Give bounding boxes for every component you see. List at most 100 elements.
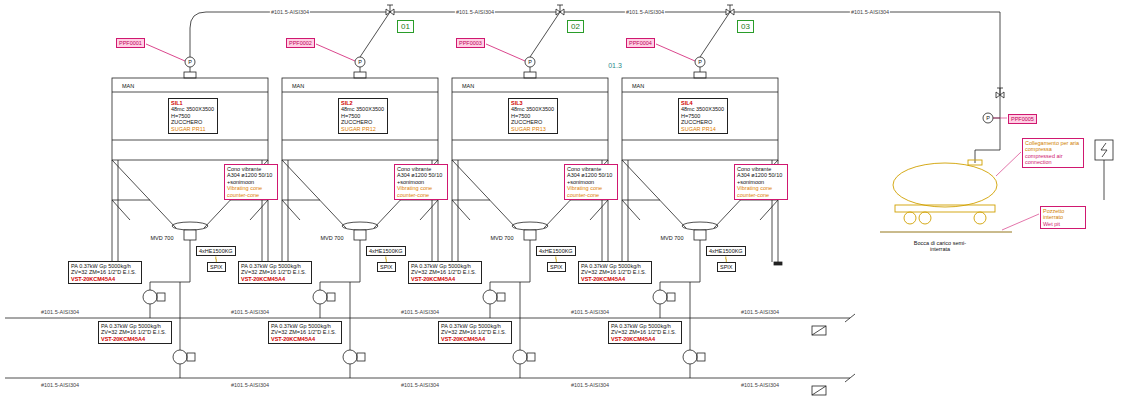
node-text: SPIX — [210, 264, 223, 270]
node-text: Wet pit — [1043, 221, 1083, 227]
node-text: compressed air connection — [1025, 153, 1081, 166]
gauge-letter: P — [528, 59, 532, 65]
node-text: Cono vibrante A304 ø1200 50/10 +sonimoon — [227, 166, 275, 185]
node-text: 01 — [401, 22, 410, 31]
node-text: VST-20KCM45A4 — [71, 276, 139, 282]
valve-label: MVD 700 — [151, 235, 174, 241]
valve-label: MVD 700 — [491, 235, 514, 241]
pipe-spec: #101.5-AISI304 — [850, 9, 890, 15]
cone-note: Cono vibrante A304 ø1200 50/10 +sonimoon… — [394, 164, 448, 200]
pipe-spec: #101.5-AISI304 — [740, 309, 780, 315]
pump-data-box: PA 0.37kW Gp 5000kg/h ZV=32 ZM=16 1/2"D … — [68, 261, 142, 284]
gauge-letter: P — [188, 59, 192, 65]
pipe-spec: #101.5-AISI304 — [570, 309, 610, 315]
gauge-letter: P — [986, 115, 990, 121]
node-text: VST-20KCM45A4 — [441, 336, 509, 342]
pump-data-box: PA 0.37kW Gp 5000kg/h ZV=32 ZM=16 1/2"D … — [608, 321, 682, 344]
cone-note: Cono vibrante A304 ø1200 50/10 +sonimoon… — [564, 164, 618, 200]
node-text: 4xHE1500KG — [709, 248, 743, 254]
pipe-spec: #101.5-AISI304 — [740, 382, 780, 388]
silo-data-box: SIL448mc 3500X3500 H=7500 ZUCCHEROSUGAR … — [678, 98, 728, 134]
node-text: PPF0002 — [289, 40, 312, 46]
node-text: VST-20KCM45A4 — [611, 336, 679, 342]
manhole-label: MAN — [292, 83, 304, 89]
pipe-spec: #101.5-AISI304 — [40, 382, 80, 388]
instrument-tag: PPF0002 — [286, 38, 315, 48]
node-text: SPIX — [380, 264, 393, 270]
line-number-box: 02 — [567, 20, 584, 33]
pump-data-box: PA 0.37kW Gp 5000kg/h ZV=32 ZM=16 1/2"D … — [578, 261, 652, 284]
line-number-box: 03 — [737, 20, 754, 33]
node-text: VST-20KCM45A4 — [271, 336, 339, 342]
pipe-spec: #101.5-AISI304 — [230, 382, 270, 388]
line-number: 01.3 — [608, 62, 622, 70]
pump-data-box: PA 0.37kW Gp 5000kg/h ZV=32 ZM=16 1/2"D … — [238, 261, 312, 284]
node-text: Cono vibrante A304 ø1200 50/10 +sonimoon — [397, 166, 445, 185]
pipe-spec: #101.5-AISI304 — [625, 9, 665, 15]
node-text: Pozzetto interrato — [1043, 208, 1083, 221]
gauge-letter: P — [358, 59, 362, 65]
node-text: 4xHE1500KG — [199, 248, 233, 254]
node-text: SPIX — [550, 264, 563, 270]
node-text: PA 0.37kW Gp 5000kg/h ZV=32 ZM=16 1/2"D … — [271, 323, 339, 336]
pipe-spec: #101.5-AISI304 — [570, 382, 610, 388]
node-text: VST-20KCM45A4 — [411, 276, 479, 282]
pump-data-box: PA 0.37kW Gp 5000kg/h ZV=32 ZM=16 1/2"D … — [268, 321, 342, 344]
node-text: 48mc 3500X3500 H=7500 ZUCCHERO — [681, 106, 725, 125]
node-text: 48mc 3500X3500 H=7500 ZUCCHERO — [341, 106, 385, 125]
line-number-box: 01 — [397, 20, 414, 33]
node-text: Vibrating cone counter-cone — [397, 185, 445, 198]
load-cell-box: 4xHE1500KG — [536, 246, 576, 256]
silo-data-box: SIL348mc 3500X3500 H=7500 ZUCCHEROSUGAR … — [508, 98, 558, 134]
pipe-spec: #101.5-AISI304 — [230, 309, 270, 315]
node-text: Cono vibrante A304 ø1200 50/10 +sonimoon — [737, 166, 785, 185]
manhole-label: MAN — [462, 83, 474, 89]
instrument-tag: PPF0001 — [116, 38, 145, 48]
node-text: 4xHE1500KG — [539, 248, 573, 254]
manhole-label: MAN — [122, 83, 134, 89]
node-text: Vibrating cone counter-cone — [567, 185, 615, 198]
pipe-spec: #101.5-AISI304 — [40, 309, 80, 315]
pit-note: Pozzetto interratoWet pit — [1040, 206, 1086, 229]
node-text: PA 0.37kW Gp 5000kg/h ZV=32 ZM=16 1/2"D … — [71, 263, 139, 276]
node-text: SUGAR PR14 — [681, 126, 725, 132]
node-text: 02 — [571, 22, 580, 31]
indicator-box: SPIX — [717, 262, 736, 272]
node-text: PA 0.37kW Gp 5000kg/h ZV=32 ZM=16 1/2"D … — [441, 323, 509, 336]
node-text: Vibrating cone counter-cone — [227, 185, 275, 198]
node-text: SPIX — [720, 264, 733, 270]
node-text: PA 0.37kW Gp 5000kg/h ZV=32 ZM=16 1/2"D … — [241, 263, 309, 276]
instrument-tag: PPF0003 — [456, 38, 485, 48]
node-text: 4xHE1500KG — [369, 248, 403, 254]
silo-data-box: SIL248mc 3500X3500 H=7500 ZUCCHEROSUGAR … — [338, 98, 388, 134]
pump-data-box: PA 0.37kW Gp 5000kg/h ZV=32 ZM=16 1/2"D … — [438, 321, 512, 344]
indicator-box: SPIX — [377, 262, 396, 272]
instrument-tag: PPF0004 — [626, 38, 655, 48]
cone-note: Cono vibrante A304 ø1200 50/10 +sonimoon… — [224, 164, 278, 200]
indicator-box: SPIX — [207, 262, 226, 272]
node-text: 03 — [741, 22, 750, 31]
node-text: 48mc 3500X3500 H=7500 ZUCCHERO — [171, 106, 215, 125]
node-text: PPF0004 — [629, 40, 652, 46]
instrument-tag: PPF0005 — [1008, 114, 1037, 124]
gauge-letter: P — [698, 59, 702, 65]
node-text: SUGAR PR13 — [511, 126, 555, 132]
node-text: SIL3 — [511, 100, 555, 106]
connection-note: Collegamento per aria compressacompresse… — [1022, 138, 1084, 168]
truck-caption: Bocca di carico semi-interrata — [908, 240, 972, 253]
load-cell-box: 4xHE1500KG — [706, 246, 746, 256]
node-text: SIL4 — [681, 100, 725, 106]
valve-label: MVD 700 — [661, 235, 684, 241]
node-text: SIL1 — [171, 100, 215, 106]
node-text: PA 0.37kW Gp 5000kg/h ZV=32 ZM=16 1/2"D … — [411, 263, 479, 276]
cone-note: Cono vibrante A304 ø1200 50/10 +sonimoon… — [734, 164, 788, 200]
silo-data-box: SIL148mc 3500X3500 H=7500 ZUCCHEROSUGAR … — [168, 98, 218, 134]
node-text: SUGAR PR12 — [341, 126, 385, 132]
pipe-spec: #101.5-AISI304 — [400, 309, 440, 315]
node-text: SUGAR PR11 — [171, 126, 215, 132]
node-text: SIL2 — [341, 100, 385, 106]
node-text: 48mc 3500X3500 H=7500 ZUCCHERO — [511, 106, 555, 125]
node-text: Collegamento per aria compressa — [1025, 140, 1081, 153]
node-text: PA 0.37kW Gp 5000kg/h ZV=32 ZM=16 1/2"D … — [101, 323, 169, 336]
